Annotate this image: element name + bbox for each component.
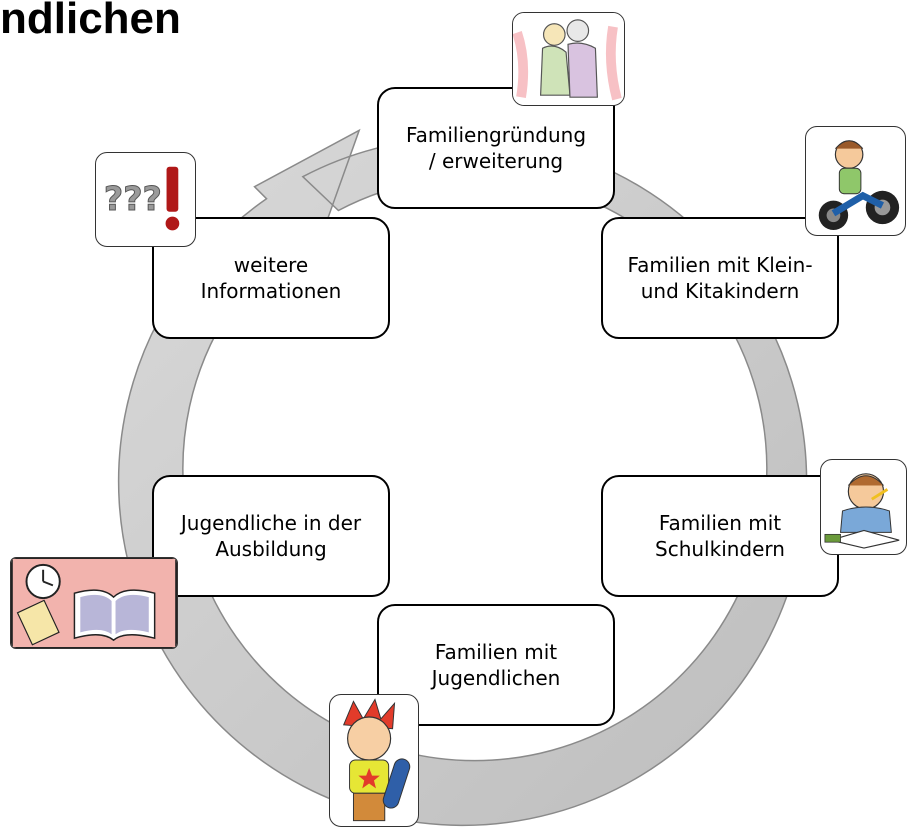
- stage-label: Familien mit Schulkindern: [655, 511, 785, 561]
- stage-kleinkinder[interactable]: Familien mit Klein- und Kitakindern: [601, 217, 839, 339]
- books-clock-icon: [10, 557, 178, 649]
- stage-schulkinder[interactable]: Familien mit Schulkindern: [601, 475, 839, 597]
- stage-ausbildung[interactable]: Jugendliche in der Ausbildung: [152, 475, 390, 597]
- stage-label: Familien mit Klein- und Kitakindern: [627, 253, 813, 303]
- page-title: ndlichen: [0, 0, 181, 43]
- question-exclamation-icon: ???: [95, 152, 196, 247]
- stage-label: Jugendliche in der Ausbildung: [180, 511, 362, 561]
- svg-text:???: ???: [104, 179, 162, 218]
- stage-label: Familien mit Jugendlichen: [431, 640, 561, 690]
- stage-familiengruendung[interactable]: Familiengründung / erweiterung: [377, 87, 615, 209]
- couple-dancing-icon: [512, 12, 625, 106]
- child-homework-icon: [820, 459, 907, 555]
- stage-label: Familiengründung / erweiterung: [405, 123, 587, 173]
- stage-label: weitere Informationen: [200, 253, 342, 303]
- child-tricycle-icon: [805, 126, 906, 236]
- teen-skateboard-icon: [329, 694, 419, 827]
